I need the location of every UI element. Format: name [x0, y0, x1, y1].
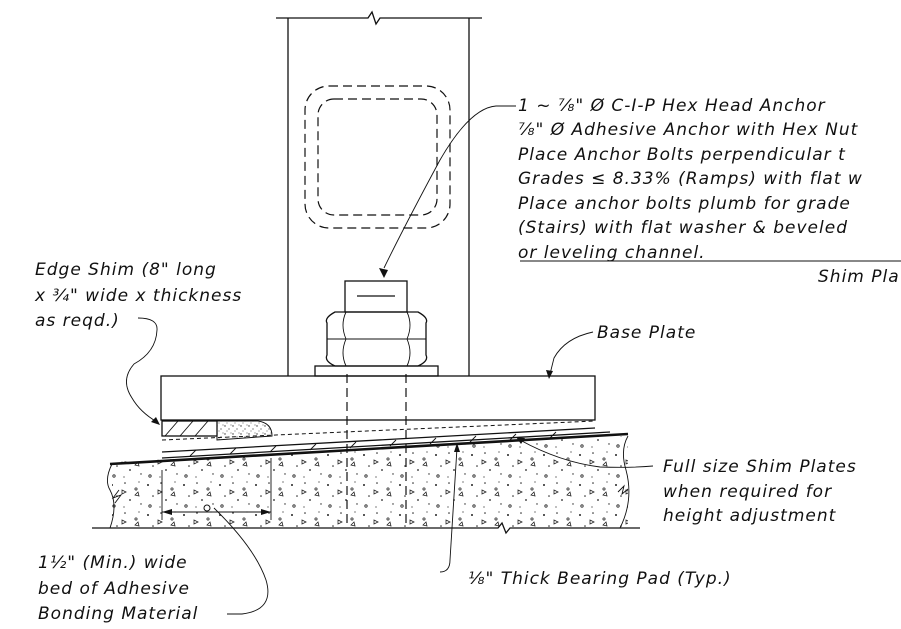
base-plate-label: Base Plate	[597, 323, 696, 343]
leader-lines	[126, 105, 901, 615]
anchor-note-line-3: Place Anchor Bolts perpendicular t	[518, 145, 846, 165]
adhesive-note: 1½" (Min.) wide bed of Adhesive Bonding …	[38, 553, 198, 624]
anchor-note-line-7: or leveling channel.	[518, 243, 706, 263]
shim-plates-and-bearing-pad	[161, 420, 611, 459]
anchor-note-line-1: 1 ~ ⅞" Ø C-I-P Hex Head Anchor	[518, 96, 826, 116]
bearing-pad-label: ⅛" Thick Bearing Pad (Typ.)	[468, 569, 732, 589]
base-plate	[160, 375, 596, 421]
adhesive-line-3: Bonding Material	[38, 604, 198, 624]
hidden-tube-section	[304, 85, 451, 229]
edge-shim-line-1: Edge Shim (8" long	[35, 260, 217, 280]
anchor-note: 1 ~ ⅞" Ø C-I-P Hex Head Anchor ⅞" Ø Adhe…	[518, 96, 900, 287]
anchor-note-line-4: Grades ≤ 8.33% (Ramps) with flat w	[518, 169, 863, 189]
concrete-substrate	[92, 432, 640, 535]
shim-plate-label: Shim Pla	[818, 267, 900, 287]
full-shim-line-3: height adjustment	[663, 506, 837, 526]
full-shim-line-1: Full size Shim Plates	[663, 457, 857, 477]
anchor-note-line-5: Place anchor bolts plumb for grade	[518, 194, 851, 214]
edge-shim-line-3: as reqd.)	[35, 311, 120, 331]
anchor-note-line-2: ⅞" Ø Adhesive Anchor with Hex Nut	[518, 120, 859, 140]
edge-shim-line-2: x ¾" wide x thickness	[34, 286, 242, 306]
adhesive-width-dimension	[161, 458, 272, 520]
anchor-note-line-6: (Stairs) with flat washer & beveled	[518, 218, 848, 238]
edge-shim-note: Edge Shim (8" long x ¾" wide x thickness…	[34, 260, 242, 331]
hex-nut-assembly	[314, 280, 439, 377]
full-shim-line-2: when required for	[663, 482, 832, 502]
edge-shim	[161, 420, 273, 441]
post	[276, 10, 482, 376]
adhesive-line-1: 1½" (Min.) wide	[38, 553, 188, 573]
adhesive-line-2: bed of Adhesive	[38, 579, 190, 599]
full-shim-note: Full size Shim Plates when required for …	[663, 457, 857, 526]
